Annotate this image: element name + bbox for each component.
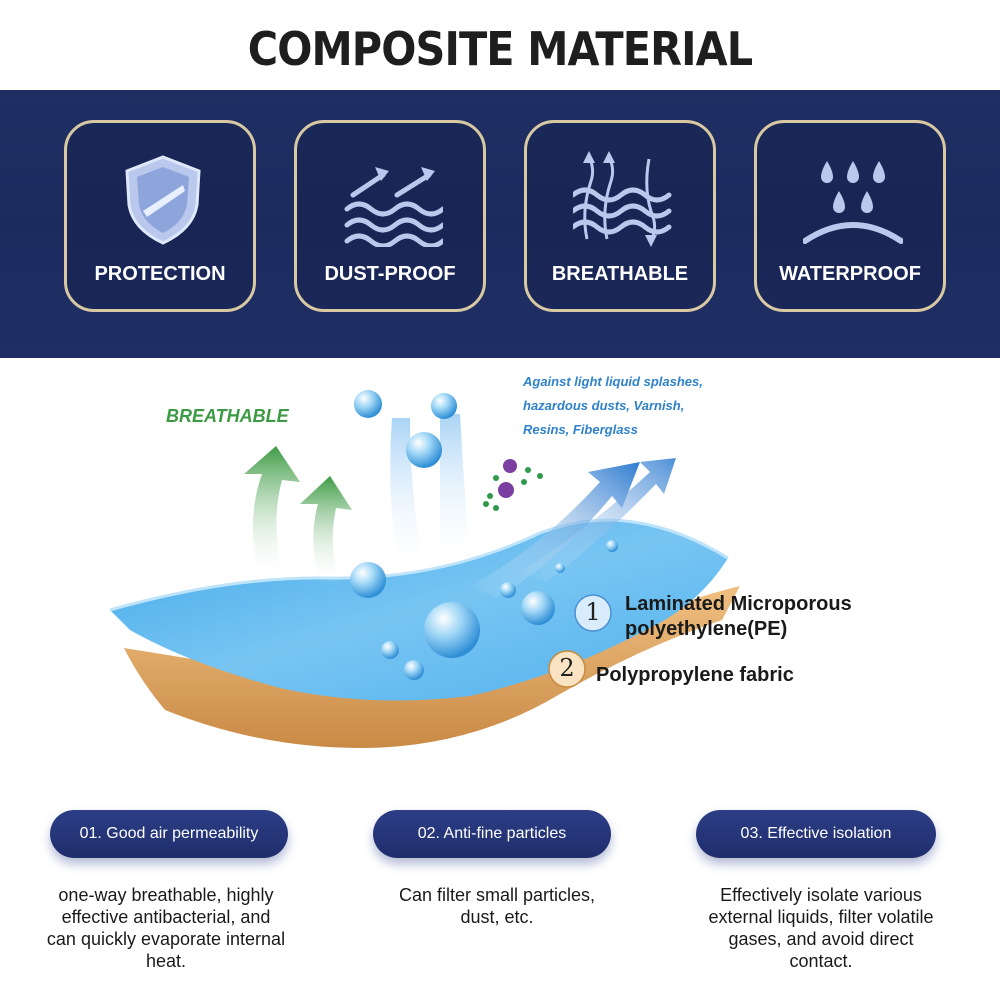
benefit-pill-particles: 02. Anti-fine particles — [373, 810, 611, 858]
benefit-desc-particles: Can filter small particles, dust, etc. — [352, 884, 642, 928]
feature-dust-proof: DUST-PROOF — [294, 120, 486, 312]
protection-note-line: Resins, Fiberglass — [523, 422, 638, 437]
feature-waterproof: WATERPROOF — [754, 120, 946, 312]
benefit-desc-line: heat. — [145, 951, 187, 971]
polypropylene-layer — [124, 586, 740, 748]
protection-note-line: Against light liquid splashes, — [523, 374, 703, 389]
breathable-arrows — [244, 446, 352, 586]
feature-label: BREATHABLE — [551, 263, 689, 285]
water-drops-icon — [803, 161, 903, 244]
layer-1-label-line: Laminated Microporous — [625, 593, 852, 615]
layer-diagram — [109, 390, 740, 748]
layer-2-number: 2 — [559, 654, 575, 682]
layer-2-marker — [548, 650, 586, 688]
layer-1-label-line: polyethylene(PE) — [625, 618, 788, 640]
wind-waves-icon — [344, 167, 443, 247]
benefit-desc-line: dust, etc. — [460, 907, 534, 927]
feature-breathable: BREATHABLE — [524, 120, 716, 312]
benefit-desc-isolation: Effectively isolate various external liq… — [668, 884, 974, 972]
vapor-streams — [390, 414, 470, 578]
layer-1-number: 1 — [585, 598, 601, 626]
air-flow-icon — [573, 151, 672, 247]
benefit-desc-line: one-way breathable, highly — [58, 885, 274, 905]
dust-particles — [483, 459, 543, 511]
feature-label: PROTECTION — [94, 263, 226, 285]
layer-1-label: Laminated Microporous polyethylene(PE) — [625, 592, 852, 642]
benefit-desc-line: Effectively isolate various — [720, 885, 922, 905]
benefit-desc-line: gases, and avoid direct — [728, 929, 914, 949]
protection-note-line: hazardous dusts, Varnish, — [523, 398, 685, 413]
benefit-pill-permeability: 01. Good air permeability — [50, 810, 288, 858]
feature-protection: PROTECTION — [64, 120, 256, 312]
feature-band: PROTECTION DUST-PROOF — [0, 90, 1000, 358]
benefit-desc-line: can quickly evaporate internal — [46, 929, 286, 949]
benefit-desc-line: contact. — [789, 951, 853, 971]
water-droplets — [350, 390, 618, 680]
benefit-pill-isolation: 03. Effective isolation — [696, 810, 936, 858]
protection-note: Against light liquid splashes, hazardous… — [523, 370, 703, 442]
benefit-desc-line: Can filter small particles, — [398, 885, 596, 905]
page-title: COMPOSITE MATERIAL — [247, 22, 753, 76]
feature-label: DUST-PROOF — [324, 263, 456, 285]
shield-icon — [125, 155, 201, 245]
benefit-desc-permeability: one-way breathable, highly effective ant… — [10, 884, 322, 972]
breathable-label: BREATHABLE — [166, 406, 289, 426]
feature-label: WATERPROOF — [779, 263, 921, 285]
benefit-desc-line: effective antibacterial, and — [61, 907, 271, 927]
benefit-desc-line: external liquids, filter volatile — [708, 907, 934, 927]
layer-1-marker — [574, 594, 612, 632]
deflection-arrows — [470, 458, 676, 598]
layer-2-label: Polypropylene fabric — [596, 664, 794, 686]
